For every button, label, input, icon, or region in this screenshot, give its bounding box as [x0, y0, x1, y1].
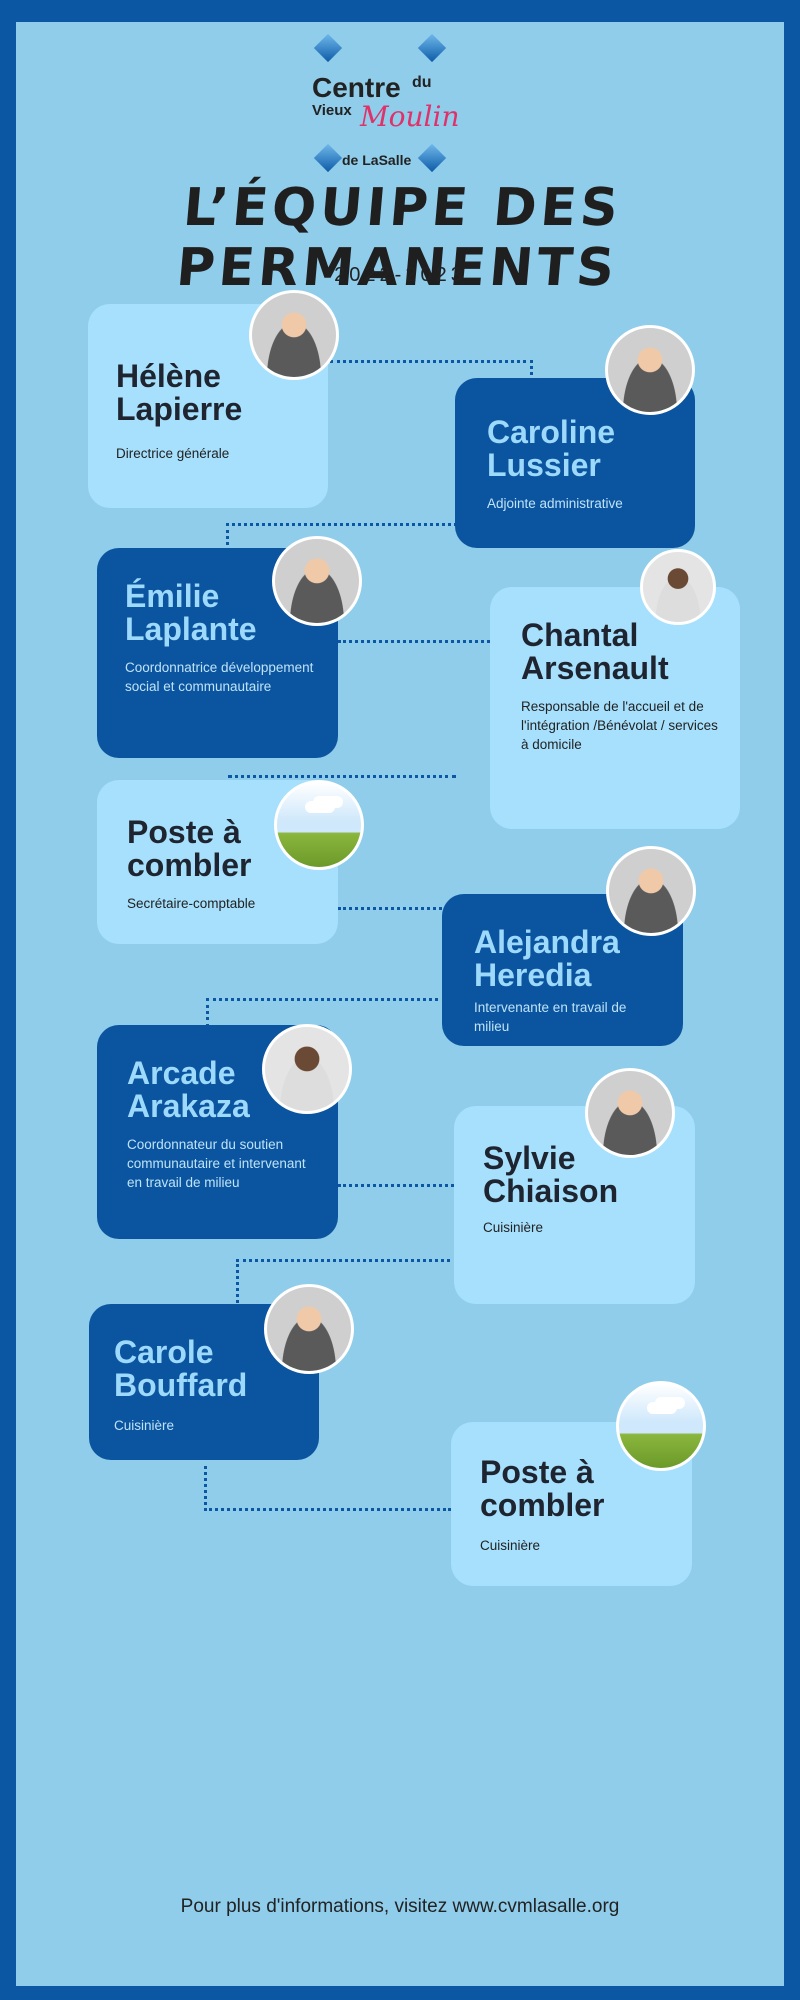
member-role: Intervenante en travail de milieu — [474, 1000, 627, 1034]
member-photo — [264, 1284, 354, 1374]
member-photo — [606, 846, 696, 936]
year: 2022-2023 — [334, 264, 466, 286]
logo-moulin: Moulin — [360, 100, 460, 133]
connector — [206, 998, 445, 1027]
connector — [236, 1259, 457, 1308]
logo-vieux: Vieux — [312, 102, 352, 119]
connector — [330, 360, 533, 375]
connector — [226, 523, 457, 552]
logo-lasalle: de LaSalle — [342, 152, 412, 168]
logo: Centre du Vieux Moulin de LaSalle — [300, 30, 460, 173]
member-role: Coordonnatrice développement social et c… — [125, 660, 314, 694]
footer-info: Pour plus d'informations, visitez www.cv… — [180, 1896, 620, 1917]
member-role: Secrétaire-comptable — [127, 896, 256, 911]
member-photo — [272, 536, 362, 626]
connector — [204, 1466, 451, 1511]
logo-diamond — [313, 33, 343, 63]
connector — [338, 907, 442, 910]
member-role: Cuisinière — [114, 1418, 175, 1433]
member-role: Cuisinière — [483, 1220, 544, 1235]
member-role: Responsable de l'accueil et de l'intégra… — [521, 699, 718, 752]
member-photo — [640, 549, 716, 625]
member-photo — [262, 1024, 352, 1114]
member-role: Adjointe administrative — [487, 496, 623, 511]
placeholder-landscape-icon — [274, 780, 364, 870]
connector — [228, 775, 456, 778]
connector — [338, 1184, 454, 1187]
member-photo — [249, 290, 339, 380]
logo-diamond — [417, 143, 447, 173]
logo-du: du — [412, 74, 432, 91]
member-role: Directrice générale — [116, 446, 230, 461]
logo-diamond — [313, 143, 343, 173]
member-photo — [605, 325, 695, 415]
member-photo — [585, 1068, 675, 1158]
logo-diamond — [417, 33, 447, 63]
logo-centre: Centre — [312, 72, 401, 103]
placeholder-landscape-icon — [616, 1381, 706, 1471]
member-role: Coordonnateur du soutien communautaire e… — [127, 1137, 306, 1190]
member-role: Cuisinière — [480, 1538, 541, 1553]
connector — [338, 640, 490, 643]
